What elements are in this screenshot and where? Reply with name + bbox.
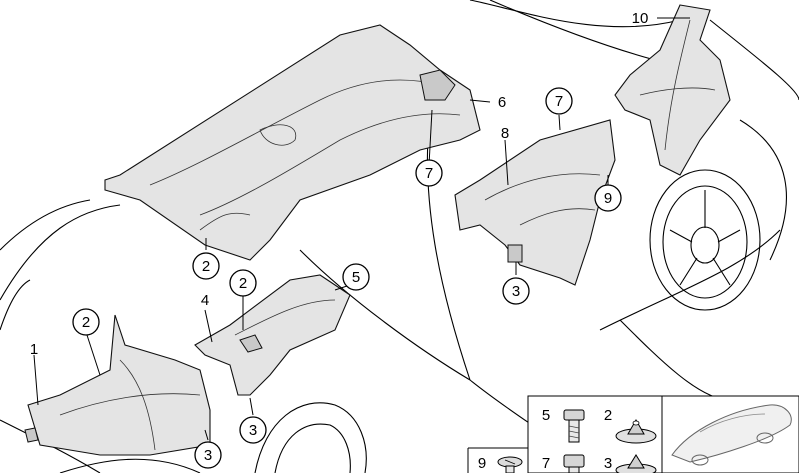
callout-3b: 3 (239, 416, 267, 444)
callout-3a-label: 3 (512, 283, 520, 300)
callout-7a: 7 (415, 159, 443, 187)
car-thumbnail (671, 404, 792, 466)
callout-3c: 3 (194, 441, 222, 469)
callout-6-label: 6 (498, 94, 506, 111)
callout-1: 1 (30, 341, 38, 358)
callout-3b-label: 3 (249, 422, 257, 439)
bolt-icon (563, 454, 585, 473)
small-heat-shield (194, 274, 351, 396)
callout-3c-label: 3 (204, 447, 212, 464)
legend-9-label: 9 (478, 455, 486, 472)
callout-5-label: 5 (352, 269, 360, 286)
fastener-legend: 5 2 9 7 (467, 395, 799, 473)
front-wheel (254, 402, 367, 473)
rear-arch-shield (614, 4, 731, 176)
bolt-icon (563, 409, 585, 443)
callout-1-label: 1 (30, 341, 38, 358)
callout-3a: 3 (502, 277, 530, 305)
callout-9-label: 9 (604, 190, 612, 207)
callout-2b: 2 (192, 252, 220, 280)
callout-2c: 2 (229, 269, 257, 297)
callout-5: 5 (342, 263, 370, 291)
callout-9: 9 (594, 184, 622, 212)
callout-2a-label: 2 (82, 314, 90, 331)
callout-4: 4 (201, 292, 209, 309)
callout-10-label: 10 (632, 10, 649, 27)
tunnel-heat-shield (104, 24, 481, 261)
clip-nut-icon (615, 454, 657, 473)
callout-8: 8 (501, 125, 509, 142)
callout-7b-label: 7 (555, 93, 563, 110)
legend-2-label: 2 (604, 407, 612, 424)
callout-6: 6 (498, 94, 506, 111)
callout-4-label: 4 (201, 292, 209, 309)
callout-10: 10 (632, 10, 649, 27)
rear-heat-shield (454, 119, 616, 286)
callout-7b: 7 (545, 87, 573, 115)
callout-7a-label: 7 (425, 165, 433, 182)
legend-3-label: 3 (604, 455, 612, 472)
legend-5-label: 5 (542, 407, 550, 424)
callout-2c-label: 2 (239, 275, 247, 292)
callout-2a: 2 (72, 308, 100, 336)
screw-icon (497, 456, 523, 473)
callout-2b-label: 2 (202, 258, 210, 275)
clip-nut-icon (615, 418, 657, 444)
rear-wheel (649, 169, 761, 311)
legend-7-label: 7 (542, 455, 550, 472)
callout-8-label: 8 (501, 125, 509, 142)
front-heat-shield (24, 314, 211, 456)
